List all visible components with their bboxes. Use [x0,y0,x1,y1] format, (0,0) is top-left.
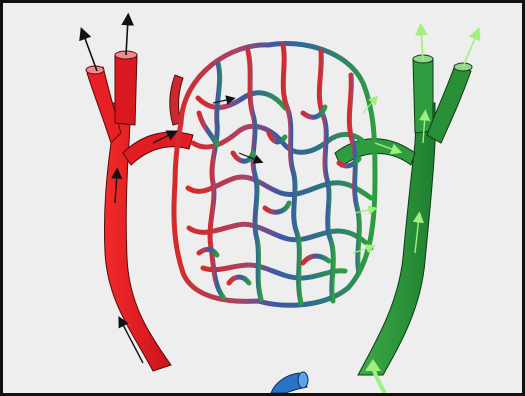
flow-arrow-icon [83,33,97,71]
arteriole [86,51,193,371]
lymphatic-vessel [271,372,308,393]
capillary-network [174,44,375,306]
flow-arrow-icon [126,19,128,55]
flow-arrow-icon [463,33,477,67]
capillary-bed-diagram [3,3,522,393]
venule [335,55,472,375]
